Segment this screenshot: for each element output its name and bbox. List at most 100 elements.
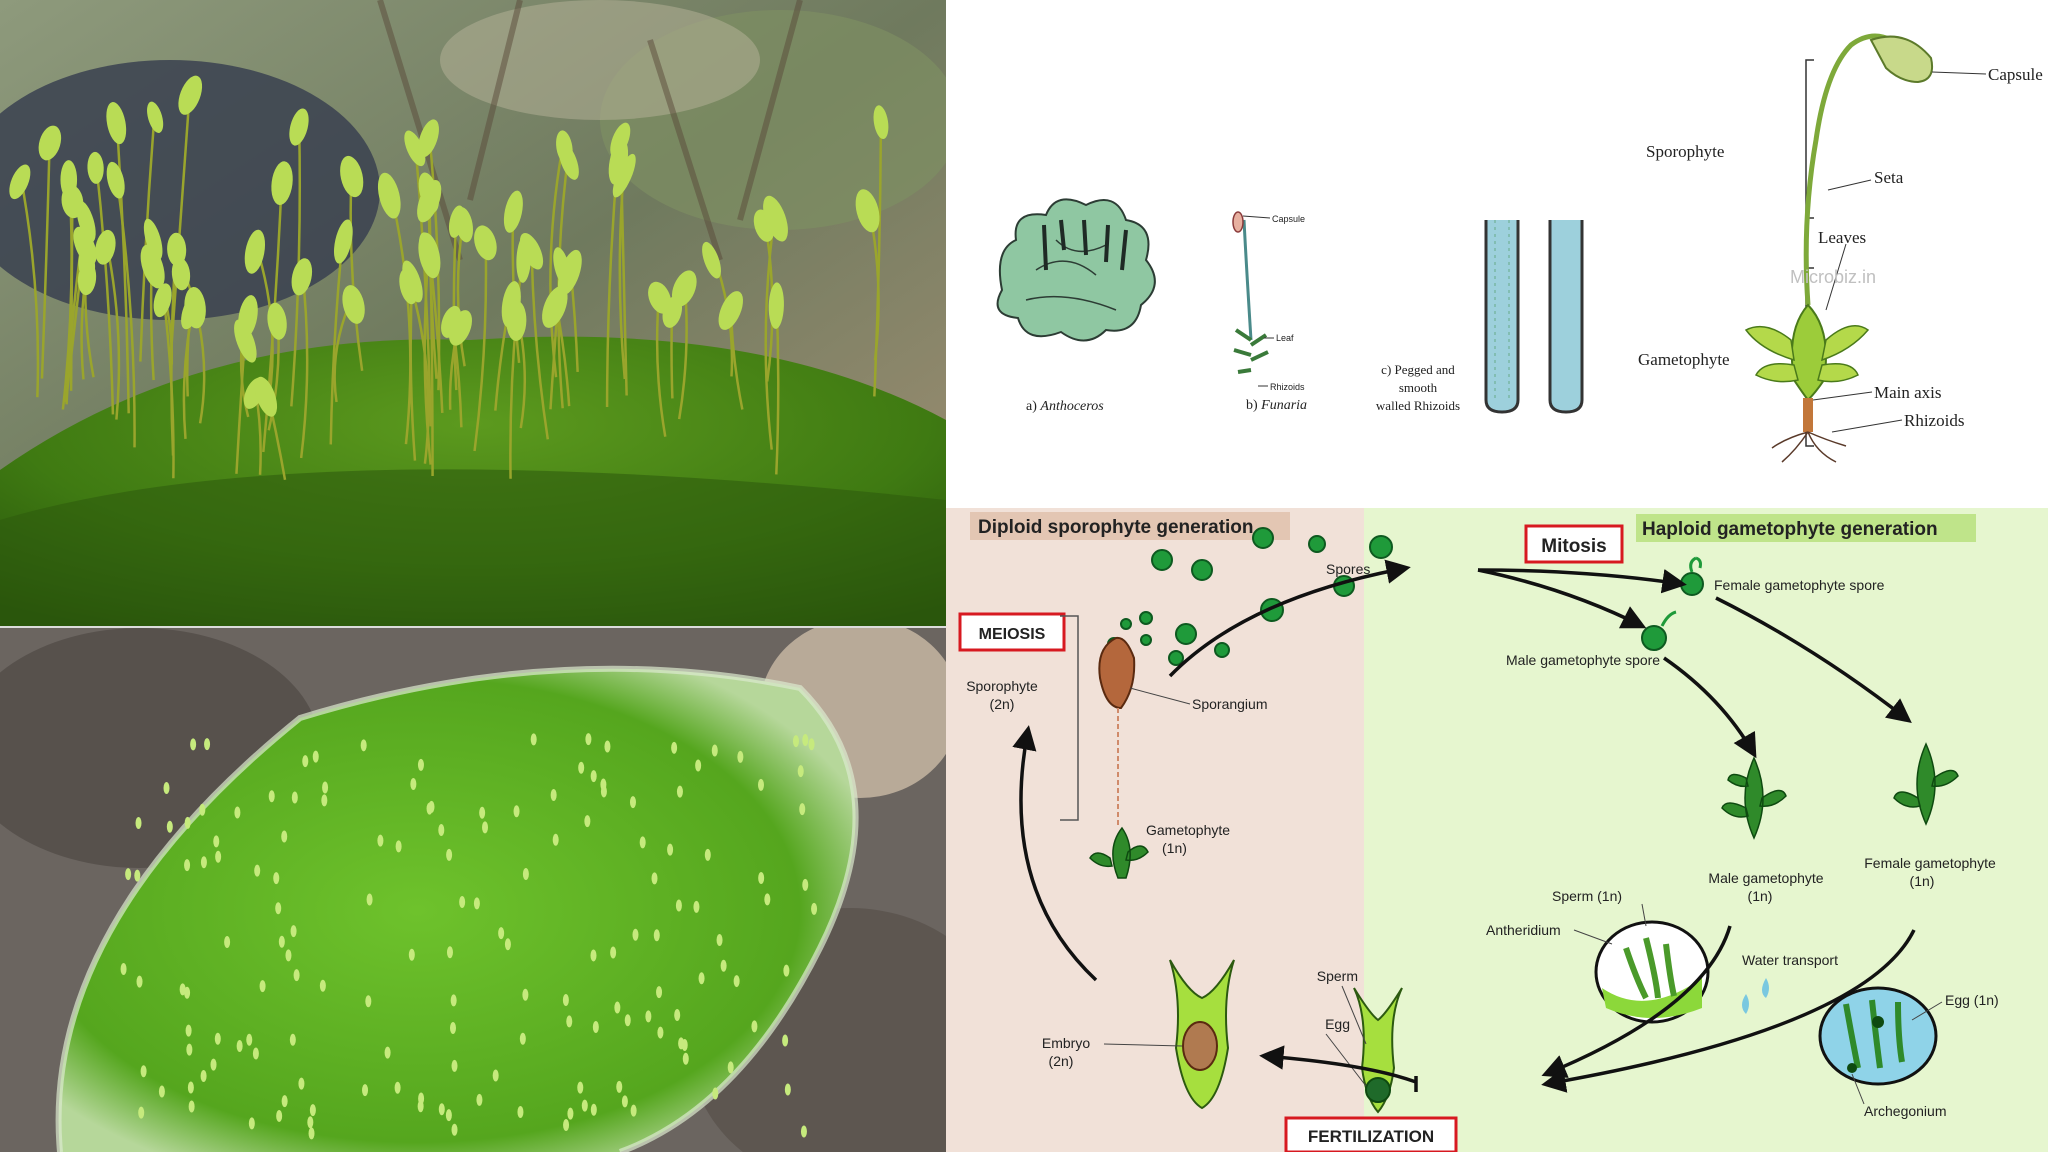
- moss-capsule: [38, 125, 62, 161]
- moss-capsule: [153, 283, 172, 318]
- meiosis-box: [958, 612, 1066, 652]
- cushion-capsule: [682, 1052, 689, 1065]
- cushion-capsule: [289, 1033, 296, 1046]
- anthoceros-name: Anthoceros: [1039, 399, 1104, 414]
- cushion-capsule: [482, 821, 489, 834]
- embryo-ploidy: (2n): [1049, 1053, 1074, 1069]
- moss-capsule: [254, 376, 278, 417]
- cushion-capsule: [711, 744, 718, 757]
- cushion-capsule: [577, 1081, 584, 1094]
- cushion-capsule: [566, 1015, 573, 1028]
- cushion-capsule: [674, 1008, 681, 1021]
- cushion-capsule: [651, 872, 658, 885]
- cushion-capsule: [800, 1125, 807, 1138]
- cushion-capsule: [438, 1103, 445, 1116]
- moss-capsule: [244, 229, 266, 274]
- main-axis-label: Main axis: [1874, 383, 1942, 402]
- cushion-capsule: [365, 995, 372, 1008]
- bryophyte-anatomy-diagram: a) Anthoceros Capsule Leaf Rhizoids b) F…: [946, 0, 2048, 508]
- anthoceros-prefix: a): [1026, 399, 1040, 414]
- moss-capsule: [178, 75, 203, 115]
- cushion-capsule: [446, 946, 453, 959]
- cushion-capsule: [322, 781, 329, 794]
- funaria-capsule-label: Capsule: [1272, 214, 1305, 224]
- cushion-capsule: [366, 893, 373, 906]
- cushion-capsule: [712, 1087, 719, 1100]
- moss-capsule: [267, 302, 287, 340]
- cushion-capsule: [293, 969, 300, 982]
- male-spore-label: Male gametophyte spore: [1506, 652, 1660, 668]
- fertilization-archegonium: [1353, 987, 1403, 1114]
- moss-capsule: [238, 295, 258, 338]
- cushion-capsule: [645, 1010, 652, 1023]
- haploid-title: Haploid gametophyte generation: [1642, 519, 1938, 540]
- haploid-title-box: [1636, 514, 1976, 542]
- cushion-capsule: [784, 1083, 791, 1096]
- cushion-capsule: [213, 835, 220, 848]
- moss-stalk: [40, 132, 52, 379]
- spores-label: Spores: [1326, 561, 1370, 577]
- female-spore-label: Female gametophyte spore: [1714, 577, 1885, 593]
- cushion-capsule: [459, 895, 466, 908]
- mitosis-label: Mitosis: [1541, 536, 1606, 557]
- cushion-capsule: [698, 972, 705, 985]
- cushion-capsule: [187, 1081, 194, 1094]
- cushion-capsule: [302, 755, 309, 768]
- cushion-capsule: [275, 902, 282, 915]
- cushion-capsule: [758, 871, 765, 884]
- female-gametophyte-icon: [1893, 742, 1959, 826]
- moss-capsule: [143, 218, 163, 261]
- cushion-capsule: [479, 806, 486, 819]
- cushion-capsule: [185, 1024, 192, 1037]
- cushion-capsule: [384, 1046, 391, 1059]
- cushion-capsule: [362, 1084, 369, 1097]
- cushion-capsule: [248, 1117, 255, 1130]
- cushion-capsule: [610, 946, 617, 959]
- cushion-capsule: [720, 959, 727, 972]
- haploid-region: [1364, 508, 2048, 1152]
- moss-capsule: [718, 291, 744, 330]
- cushion-capsule: [179, 983, 186, 996]
- cushion-capsule: [446, 848, 453, 861]
- cushion-capsule: [204, 738, 211, 751]
- moss-capsule: [87, 151, 104, 184]
- anthoceros-illustration: a) Anthoceros: [996, 198, 1156, 414]
- cushion-capsule: [792, 735, 799, 748]
- cushion-capsule: [308, 1127, 315, 1140]
- moss-capsule: [418, 119, 439, 158]
- cushion-capsule: [120, 963, 127, 976]
- cushion-capsule: [498, 927, 505, 940]
- cushion-capsule: [590, 949, 597, 962]
- male-spore-icon: [1641, 625, 1667, 651]
- cushion-capsule: [802, 734, 809, 747]
- moss-capsule: [333, 219, 353, 264]
- cushion-capsule: [802, 878, 809, 891]
- funaria-illustration: Capsule Leaf Rhizoids b) Funaria: [1232, 211, 1307, 413]
- capsule-label: Capsule: [1988, 65, 2043, 84]
- cushion-capsule: [417, 758, 424, 771]
- moss-sporophyte-photo: [0, 0, 946, 628]
- cushion-capsule: [408, 948, 415, 961]
- cushion-capsule: [214, 1032, 221, 1045]
- cushion-capsule: [377, 834, 384, 847]
- moss-capsule: [662, 296, 683, 328]
- male-gametophyte-label: Male gametophyte: [1708, 870, 1823, 886]
- diploid-title-box: [970, 512, 1290, 540]
- cushion-capsule: [590, 1103, 597, 1116]
- cushion-capsule: [449, 1022, 456, 1035]
- moss-capsule: [556, 130, 573, 165]
- cushion-capsule: [298, 1077, 305, 1090]
- cushion-capsule: [438, 823, 445, 836]
- cushion-capsule: [513, 805, 520, 818]
- cushion-capsule: [321, 794, 328, 807]
- cushion-capsule: [281, 830, 288, 843]
- cushion-capsule: [797, 765, 804, 778]
- cushion-capsule: [562, 993, 569, 1006]
- cushion-capsule: [319, 979, 326, 992]
- cushion-capsule: [360, 739, 367, 752]
- moss-capsule: [855, 189, 880, 233]
- cushion-capsule: [210, 1058, 217, 1071]
- meiosis-label: MEIOSIS: [979, 626, 1046, 643]
- cushion-capsule: [224, 935, 231, 948]
- moss-capsule: [768, 282, 784, 329]
